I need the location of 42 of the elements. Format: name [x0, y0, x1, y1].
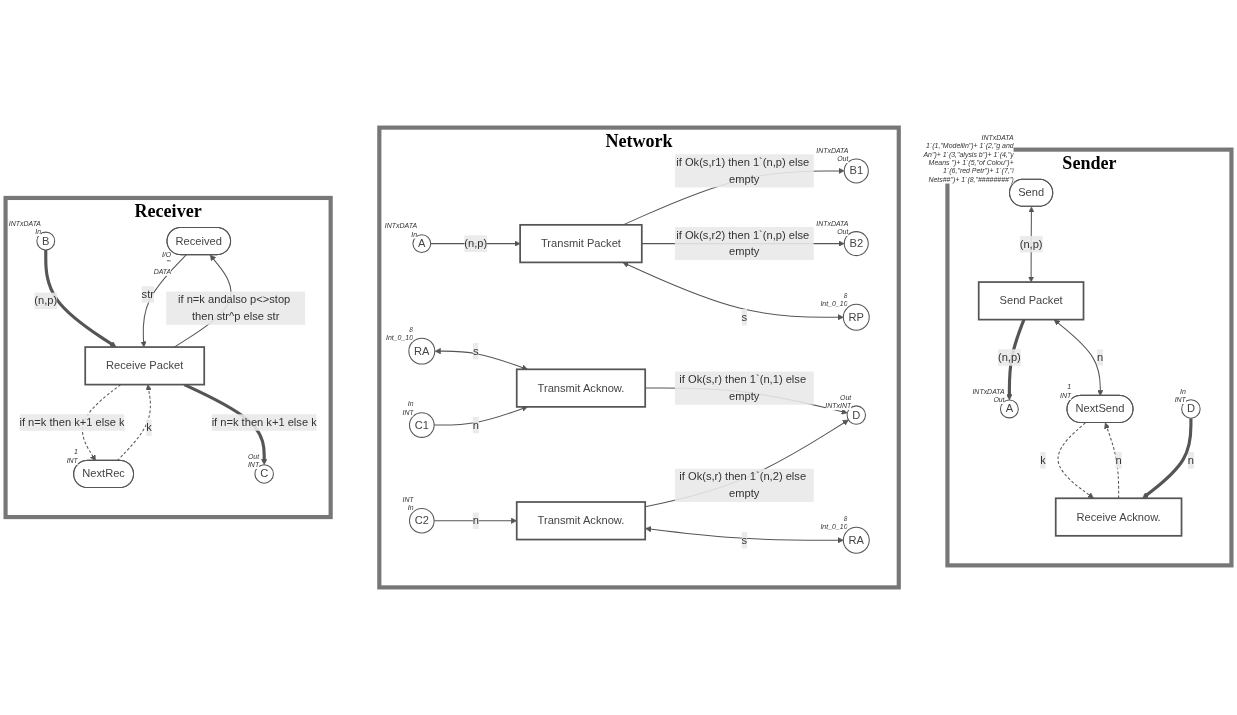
- edge-label: str: [141, 288, 154, 301]
- edge-label: if n=k then k+1 else k: [211, 416, 317, 429]
- node-box: Receive Packet: [84, 346, 206, 386]
- edge-label: n: [472, 514, 479, 527]
- edge-label: if Ok(s,r) then 1`(n,2) else empty: [679, 470, 807, 500]
- edge-label: (n,p): [997, 351, 1021, 364]
- edge-label: if Ok(s,r) then 1`(n,1) else empty: [679, 373, 807, 402]
- edge-label: s: [741, 311, 748, 323]
- arrow: [1142, 418, 1193, 499]
- arrow: [1028, 206, 1035, 283]
- edge-label: n: [1187, 454, 1195, 466]
- edge-label: (n,p): [34, 294, 58, 307]
- arrow: [1053, 319, 1104, 396]
- edge-label: n: [1115, 454, 1122, 466]
- edge-label: n: [1096, 351, 1104, 364]
- edge-label: k: [146, 421, 152, 434]
- edge-label: if n=k andalso p<>stop then str^p else str: [178, 293, 291, 323]
- edge-label: s: [472, 344, 479, 357]
- arrow: [116, 384, 152, 462]
- edge-label: if Ok(s,r2) then 1`(n,p) else empty: [676, 229, 810, 258]
- arrow: [44, 249, 117, 348]
- arrow: [1057, 422, 1094, 499]
- edge-label: s: [741, 533, 748, 546]
- edge-label: (n,p): [464, 237, 488, 250]
- arrow: [183, 383, 268, 465]
- node-box: Transmit Acknow.: [515, 368, 647, 408]
- edge-label: k: [1040, 454, 1046, 466]
- edge-label: (n,p): [1019, 237, 1043, 250]
- arrow: [434, 348, 528, 371]
- node-box: Receive Acknow.: [1054, 497, 1183, 537]
- arrow: [140, 254, 187, 348]
- edge-label: if Ok(s,r1) then 1`(n,p) else empty: [676, 156, 810, 185]
- edge-label: n: [472, 418, 479, 431]
- node-box: Transmit Packet: [519, 224, 643, 264]
- arrow: [1104, 422, 1120, 499]
- node-box: Transmit Acknow.: [515, 501, 647, 541]
- node-circle: D: [1181, 399, 1201, 419]
- arrow: [81, 384, 122, 461]
- arrow: [622, 262, 844, 321]
- node-box: Send Packet: [977, 281, 1085, 321]
- edge-label: if n=k then k+1 else k: [19, 416, 125, 429]
- arrow: [645, 526, 844, 544]
